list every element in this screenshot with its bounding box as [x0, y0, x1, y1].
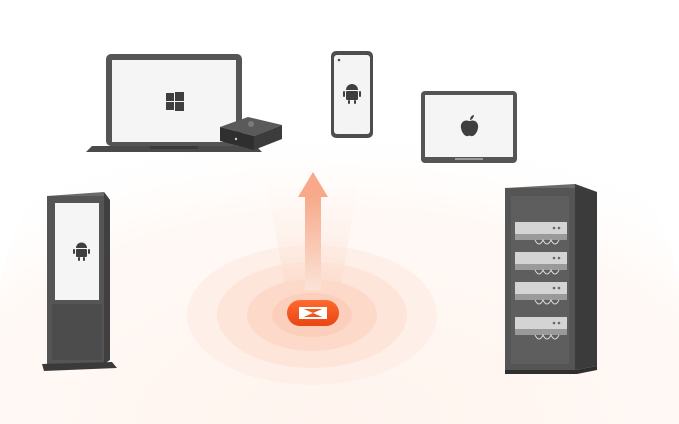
windows-logo-icon — [166, 92, 184, 111]
tv-box-icon — [220, 117, 282, 150]
android-logo-icon — [73, 242, 90, 261]
android-phone — [331, 51, 373, 138]
server-rack-icon — [505, 184, 597, 374]
upward-arrow-icon — [298, 172, 328, 290]
apple-logo-icon — [460, 115, 479, 137]
windows-laptop — [86, 54, 262, 152]
mac-tablet — [421, 91, 517, 163]
remote-connection-logo-icon — [287, 300, 339, 326]
android-kiosk — [42, 192, 117, 371]
android-logo-icon — [343, 84, 361, 104]
server-units — [515, 222, 567, 335]
